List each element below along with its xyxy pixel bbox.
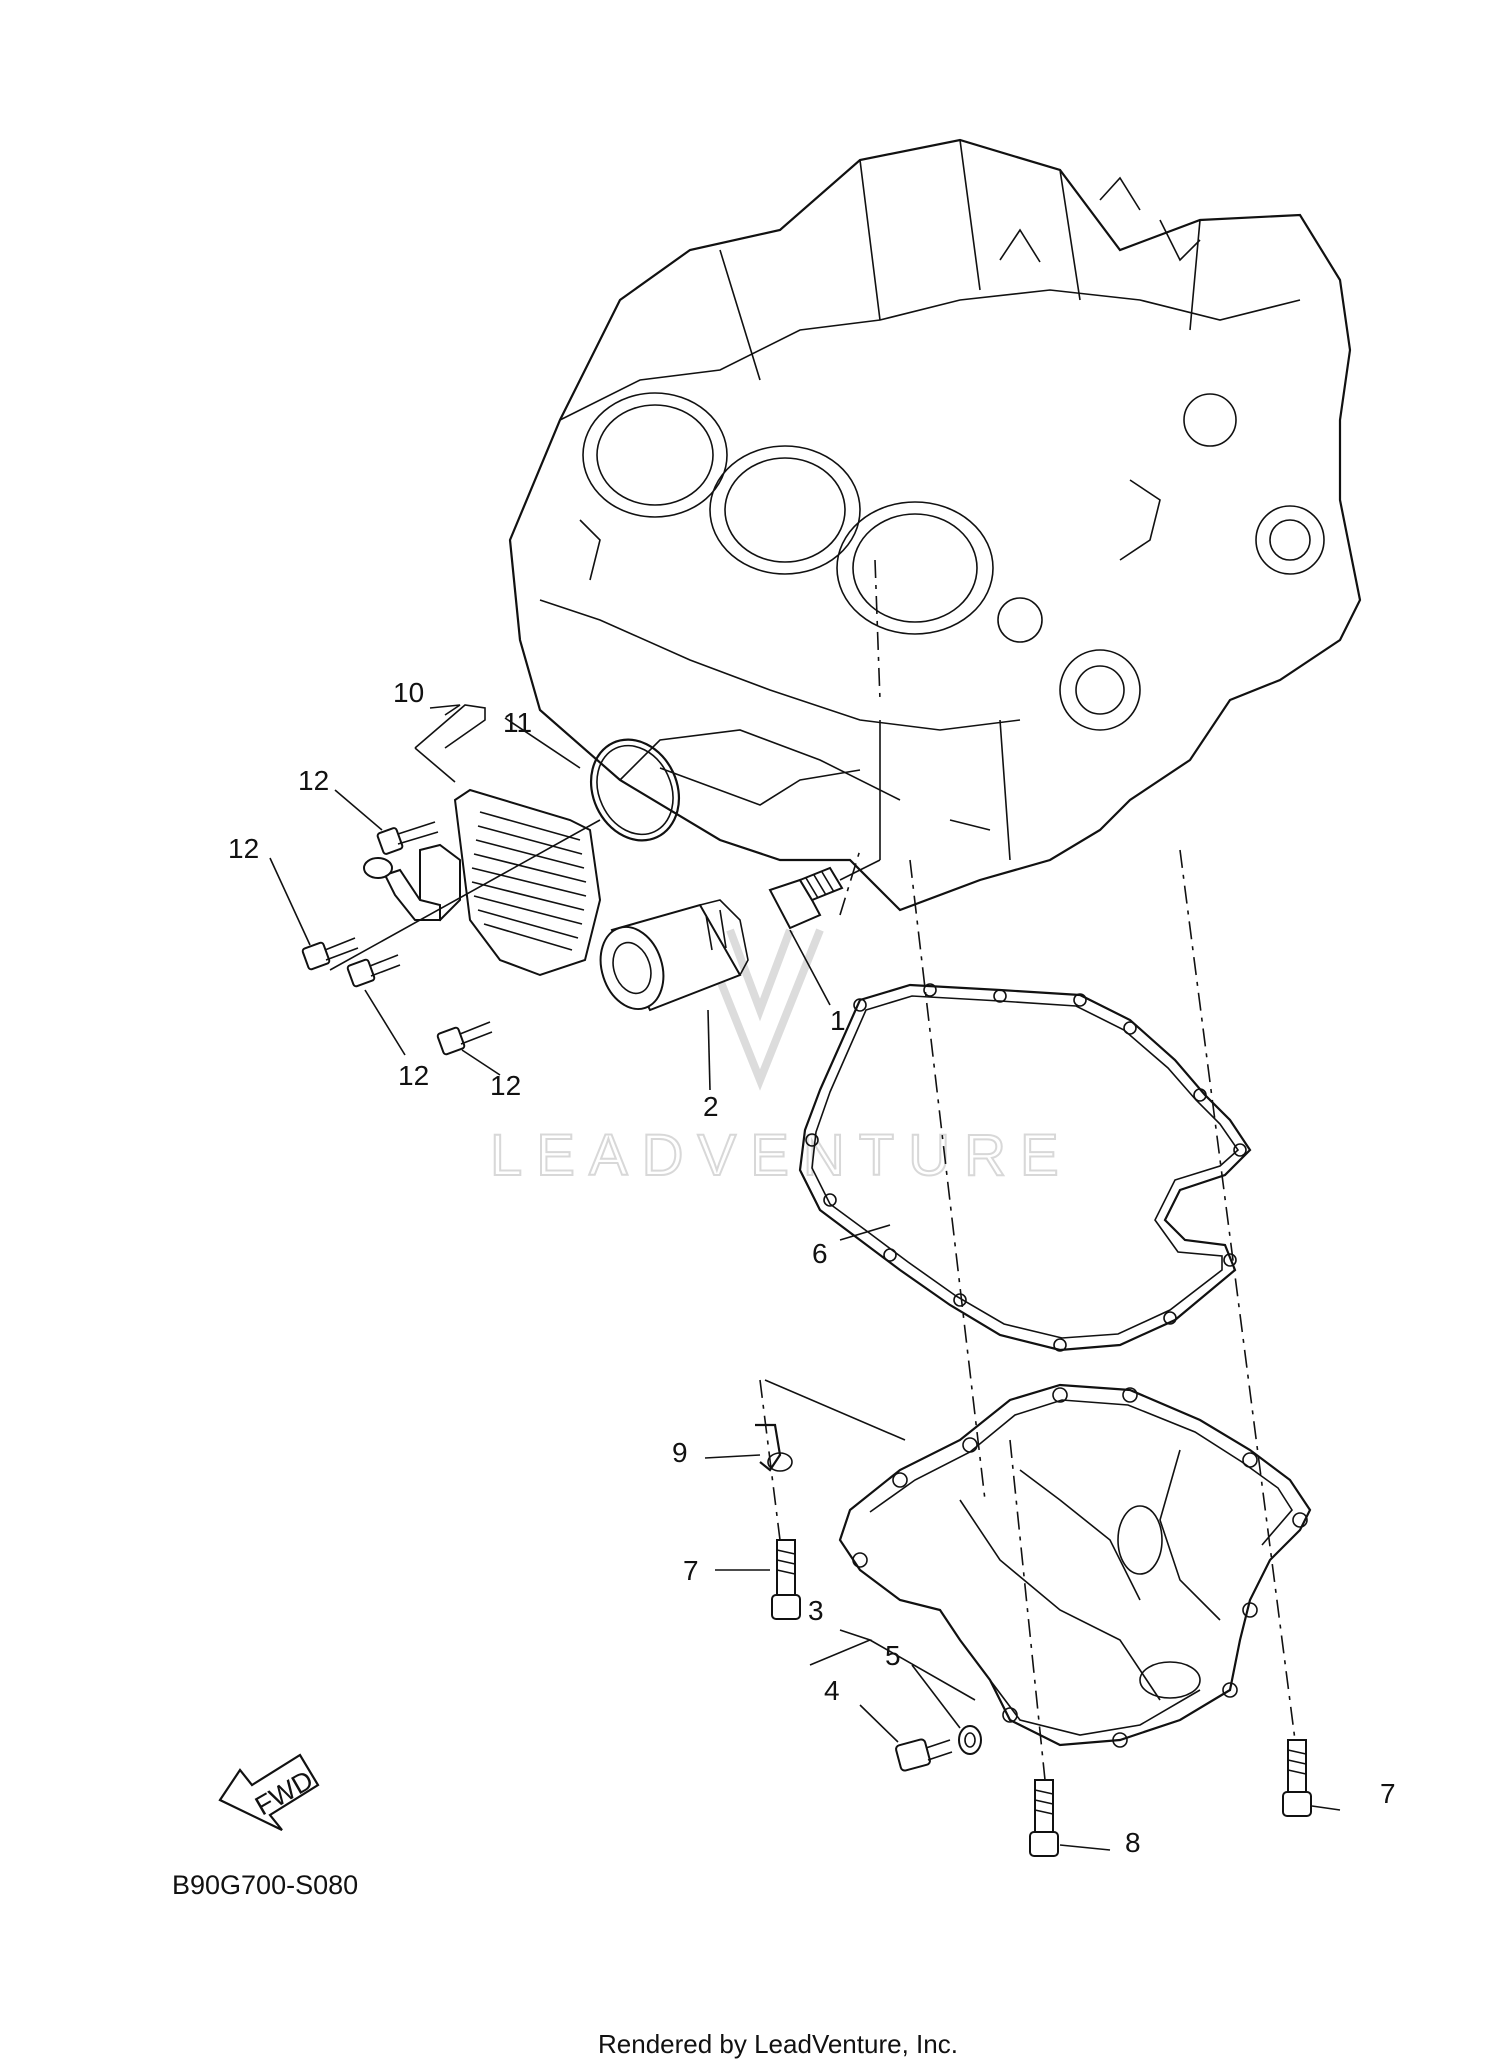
engine-crankcase bbox=[508, 138, 1362, 912]
callout-3: 3 bbox=[808, 1595, 824, 1626]
clamp bbox=[755, 1423, 793, 1472]
assembly-lines bbox=[329, 559, 1296, 1781]
callout-12-upper: 12 bbox=[298, 765, 329, 796]
bolt-12-middle bbox=[346, 954, 401, 988]
render-credit: Rendered by LeadVenture, Inc. bbox=[598, 2029, 958, 2059]
callout-9: 9 bbox=[672, 1437, 688, 1468]
callout-4: 4 bbox=[824, 1675, 840, 1706]
callout-10: 10 bbox=[393, 677, 424, 708]
callout-2: 2 bbox=[703, 1091, 719, 1122]
bolt-12-lower bbox=[436, 1021, 493, 1056]
callout-7-right: 7 bbox=[1380, 1778, 1396, 1809]
callout-7-left: 7 bbox=[683, 1555, 699, 1586]
fwd-label: FWD bbox=[250, 1765, 318, 1822]
drain-bolt bbox=[895, 1738, 953, 1772]
callout-12-lower: 12 bbox=[490, 1070, 521, 1101]
watermark-text: LEADVENTURE bbox=[490, 1123, 1073, 1188]
callout-12-middle: 12 bbox=[398, 1060, 429, 1091]
bolt-12-left bbox=[301, 937, 359, 971]
bolt-7-right bbox=[1282, 1739, 1312, 1817]
bolt-7-left bbox=[771, 1539, 801, 1620]
fwd-arrow-icon: FWD bbox=[218, 1753, 320, 1831]
callout-6: 6 bbox=[812, 1238, 828, 1269]
callout-1: 1 bbox=[830, 1005, 846, 1036]
bolt-12-upper bbox=[376, 821, 439, 855]
drain-washer bbox=[958, 1725, 982, 1755]
callout-5: 5 bbox=[885, 1640, 901, 1671]
callout-8: 8 bbox=[1125, 1827, 1141, 1858]
callout-11: 11 bbox=[503, 707, 532, 738]
oil-filter bbox=[599, 899, 749, 1012]
oil-pan bbox=[838, 1383, 1312, 1748]
bolt-8 bbox=[1029, 1779, 1059, 1857]
diagram-code: B90G700-S080 bbox=[172, 1870, 358, 1900]
pipe-union bbox=[768, 866, 844, 930]
leader-lines bbox=[269, 704, 1341, 1851]
oil-pan-gasket bbox=[798, 983, 1252, 1352]
callouts: 1 2 3 4 5 6 7 7 8 9 10 11 12 12 12 12 bbox=[228, 677, 1396, 1858]
watermark: LEADVENTURE bbox=[489, 928, 1073, 1189]
callout-12-left: 12 bbox=[228, 833, 259, 864]
oil-cooler bbox=[363, 788, 602, 977]
